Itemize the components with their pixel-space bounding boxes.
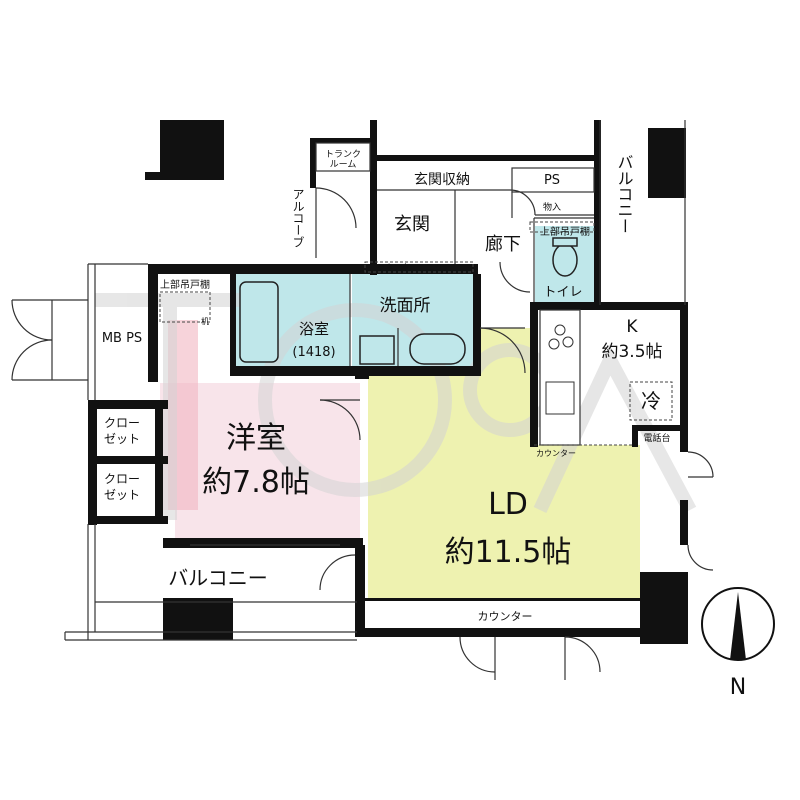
closet-1-label-2: ゼット [104,432,140,446]
storage-label: 物入 [543,201,561,213]
upper-shelf-left-label: 上部吊戸棚 [160,278,210,291]
balcony-bottom-label: バルコニー [168,566,268,590]
linen-label: リネン庫 [377,262,409,272]
entrance-storage-label: 玄関収納 [414,171,470,188]
ld-size-label: 約11.5帖 [445,535,572,570]
mb-ps-label: MB PS [102,331,142,346]
desk-label: 机 [201,316,209,326]
door-swings [11,187,714,680]
toilet-label: トイレ [543,285,582,300]
entrance-label: 玄関 [394,214,430,235]
western-room-label: 洋室 [226,421,286,456]
compass-needle-icon [730,592,746,660]
ps-top-label: PS [544,173,560,188]
upper-shelf-right-label: 上部吊戸棚 [540,225,590,238]
ld-label: LD [488,487,528,522]
bath-size-label: (1418) [292,345,335,360]
western-room-size-label: 約7.8帖 [202,465,310,500]
closet-1-label-1: クロー [104,416,140,430]
western-room-floor [160,383,360,545]
alcove-label: アルコーブ [291,188,305,248]
phone-stand-label: 電話台 [643,432,670,444]
trunk-room-label-1: トランク [325,149,361,160]
counter-bottom-label: カウンター [478,610,533,623]
column-top-right [648,128,686,198]
ld-floor [368,328,640,598]
closet-2-label-1: クロー [104,472,140,486]
kitchen-counter-label: カウンター [536,449,576,458]
hallway-label: 廊下 [485,234,521,255]
trunk-room-label-2: ルーム [330,159,357,170]
watermark [95,293,697,520]
kitchen-size-label: 約3.5帖 [601,342,662,362]
balcony-right-label: バルコニー [615,154,634,234]
compass-north-label: N [730,675,746,700]
bath-label: 浴室 [299,320,329,338]
walls [88,120,688,637]
kitchen-label: K [626,317,638,337]
column-bottom-left [163,598,233,640]
column-top-left-tab [145,172,165,180]
column-bottom-right [640,572,688,644]
closet-2-label-2: ゼット [104,488,140,502]
washroom-label: 洗面所 [380,296,431,316]
thin-lines [64,120,686,641]
fixtures [159,221,673,446]
compass [701,587,775,661]
column-top-left [160,120,224,180]
labels: トランク ルーム アルコーブ 玄関収納 PS 物入 バルコニー 玄関 廊下 上部… [102,149,746,700]
niche-label: ニッチ [426,263,450,272]
fridge-label: 冷 [641,389,661,413]
